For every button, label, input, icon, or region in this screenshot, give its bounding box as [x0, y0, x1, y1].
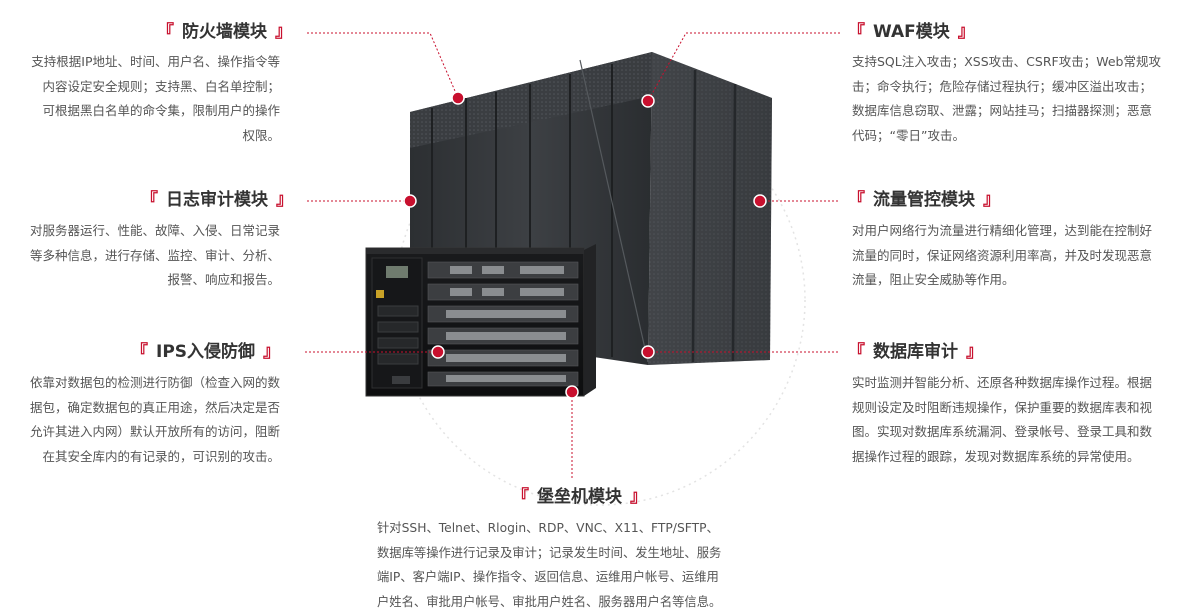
desc-line: 对服务器运行、性能、故障、入侵、日常记录: [30, 219, 280, 244]
traffic-description: 对用户网络行为流量进行精细化管理，达到能在控制好 流量的同时，保证网络资源利用率…: [852, 219, 1152, 293]
log-audit-heading: 『日志审计模块』: [141, 189, 293, 211]
firewall-description: 支持根据IP地址、时间、用户名、操作指令等 内容设定安全规则；支持黑、白名单控制…: [31, 50, 280, 148]
desc-line: 可根据黑白名单的命令集，限制用户的操作: [31, 99, 280, 124]
traffic-title: 流量管控模块: [865, 190, 983, 210]
desc-line: 数据库等操作进行记录及审计；记录发生时间、发生地址、服务: [377, 541, 721, 566]
desc-line: 对用户网络行为流量进行精细化管理，达到能在控制好: [852, 219, 1152, 244]
desc-line: 图。实现对数据库系统漏洞、登录帐号、登录工具和数: [852, 420, 1152, 445]
ips-description: 依靠对数据包的检测进行防御（检查入网的数 据包，确定数据包的真正用途，然后决定是…: [30, 371, 280, 469]
desc-line: 据操作过程的跟踪，发现对数据库系统的异常使用。: [852, 445, 1152, 470]
desc-line: 权限。: [31, 124, 280, 149]
waf-heading: 『WAF模块』: [848, 21, 975, 43]
ips-heading: 『IPS入侵防御』: [131, 341, 280, 363]
bastion-description: 针对SSH、Telnet、Rlogin、RDP、VNC、X11、FTP/SFTP…: [377, 516, 721, 614]
desc-line: 支持根据IP地址、时间、用户名、操作指令等: [31, 50, 280, 75]
desc-line: 规则设定及时阻断违规操作，保护重要的数据库表和视: [852, 396, 1152, 421]
desc-line: 数据库信息窃取、泄露；网站挂马；扫描器探测；恶意: [852, 99, 1161, 124]
firewall-heading: 『防火墙模块』: [157, 21, 292, 43]
desc-line: 实时监测并智能分析、还原各种数据库操作过程。根据: [852, 371, 1152, 396]
db-audit-heading: 『数据库审计』: [848, 341, 983, 363]
desc-line: 击；命令执行；危险存储过程执行；缓冲区溢出攻击；: [852, 75, 1161, 100]
desc-line: 在其安全库内的有记录的，可识别的攻击。: [30, 445, 280, 470]
desc-line: 针对SSH、Telnet、Rlogin、RDP、VNC、X11、FTP/SFTP…: [377, 516, 721, 541]
desc-line: 端IP、客户端IP、操作指令、返回信息、运维用户帐号、运维用: [377, 565, 721, 590]
desc-line: 报警、响应和报告。: [30, 268, 280, 293]
desc-line: 支持SQL注入攻击；XSS攻击、CSRF攻击；Web常规攻: [852, 50, 1161, 75]
desc-line: 户姓名、审批用户帐号、审批用户姓名、服务器用户名等信息。: [377, 590, 721, 614]
desc-line: 流量，阻止安全威胁等作用。: [852, 268, 1152, 293]
firewall-title: 防火墙模块: [174, 22, 275, 42]
db-audit-description: 实时监测并智能分析、还原各种数据库操作过程。根据 规则设定及时阻断违规操作，保护…: [852, 371, 1152, 469]
desc-line: 据包，确定数据包的真正用途，然后决定是否: [30, 396, 280, 421]
ips-title: IPS入侵防御: [148, 342, 263, 362]
desc-line: 内容设定安全规则；支持黑、白名单控制；: [31, 75, 280, 100]
desc-line: 流量的同时，保证网络资源利用率高，并及时发现恶意: [852, 244, 1152, 269]
log-audit-title: 日志审计模块: [158, 190, 276, 210]
bastion-title: 堡垒机模块: [529, 487, 630, 507]
desc-line: 允许其进入内网）默认开放所有的访问，阻断: [30, 420, 280, 445]
desc-line: 依靠对数据包的检测进行防御（检查入网的数: [30, 371, 280, 396]
desc-line: 等多种信息，进行存储、监控、审计、分析、: [30, 244, 280, 269]
db-audit-title: 数据库审计: [865, 342, 966, 362]
waf-title: WAF模块: [865, 22, 958, 42]
log-audit-description: 对服务器运行、性能、故障、入侵、日常记录 等多种信息，进行存储、监控、审计、分析…: [30, 219, 280, 293]
waf-description: 支持SQL注入攻击；XSS攻击、CSRF攻击；Web常规攻 击；命令执行；危险存…: [852, 50, 1161, 148]
bastion-heading: 『堡垒机模块』: [512, 486, 647, 508]
traffic-heading: 『流量管控模块』: [848, 189, 1000, 211]
desc-line: 代码；“零日”攻击。: [852, 124, 1161, 149]
